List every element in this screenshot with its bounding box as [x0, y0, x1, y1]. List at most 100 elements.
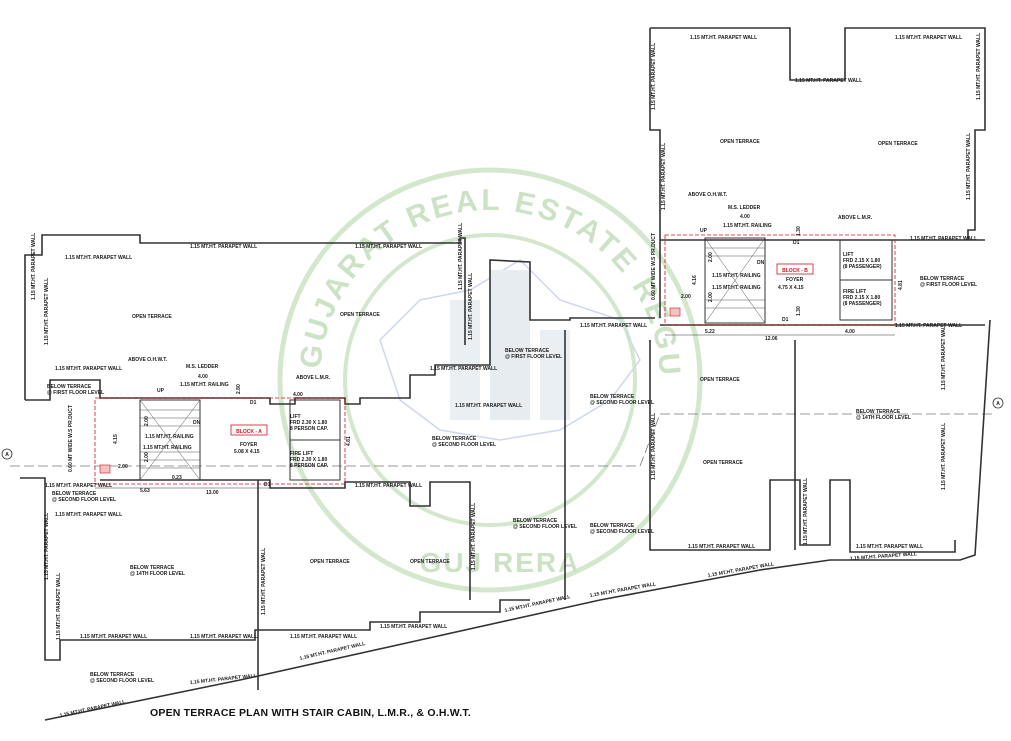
- d1-label-b: D1: [793, 240, 800, 246]
- dim-400-a2: 4.00: [293, 392, 303, 398]
- parapet-label: 1.15 MT.HT. PARAPET WALL: [458, 223, 464, 290]
- above-lmr-label-b: ABOVE L.M.R.: [838, 215, 873, 221]
- dim-023-a: 0.23: [172, 475, 182, 481]
- parapet-label: 1.15 MT.HT. PARAPET WALL: [895, 323, 962, 329]
- dim-1300-a: 13.00: [206, 490, 219, 496]
- parapet-label: 1.15 MT.HT. PARAPET WALL: [290, 634, 357, 640]
- parapet-label: 1.15 MT.HT. PARAPET WALL: [795, 78, 862, 84]
- label-line: @ SECOND FLOOR LEVEL: [90, 678, 154, 684]
- label-line: BELOW TERRACE: [432, 436, 477, 442]
- block-b-badge: BLOCK - B: [782, 268, 808, 274]
- dim-481-a: 4.81: [346, 436, 352, 446]
- dim-415-a: 4.15: [113, 434, 119, 444]
- parapet-label: 1.15 MT.HT. PARAPET WALL: [380, 624, 447, 630]
- parapet-label: 1.15 MT.HT. PARAPET WALL: [580, 323, 647, 329]
- below-terrace-second-label-4: BELOW TERRACE@ SECOND FLOOR LEVEL: [513, 518, 577, 530]
- label-line: @ FIRST FLOOR LEVEL: [505, 354, 562, 360]
- below-terrace-second-label-3: BELOW TERRACE@ SECOND FLOOR LEVEL: [590, 394, 654, 406]
- below-terrace-second-label-6: BELOW TERRACE@ SECOND FLOOR LEVEL: [90, 672, 154, 684]
- parapet-label: 1.15 MT.HT. PARAPET WALL: [910, 236, 977, 242]
- up-label-b: UP: [700, 228, 708, 234]
- ms-ledder-label-a: M.S. LEDDER: [186, 364, 219, 370]
- dim-481-b: 4.81: [898, 280, 904, 290]
- parapet-label: 1.15 MT.HT. PARAPET WALL: [190, 244, 257, 250]
- parapet-label: 1.15 MT.HT. PARAPET WALL: [56, 573, 62, 640]
- label-line: @ FIRST FLOOR LEVEL: [920, 282, 977, 288]
- grid-line-a: A A: [1, 397, 1004, 467]
- label-line: BELOW TERRACE: [513, 518, 558, 524]
- parapet-label: 1.15 MT.HT. PARAPET WALL: [941, 323, 947, 390]
- block-a-annotations: ABOVE O.H.W.T. M.S. LEDDER 4.00 1.15 MT.…: [68, 357, 352, 496]
- label-line: BELOW TERRACE: [590, 523, 635, 529]
- dim-200-b3: 2.00: [681, 294, 691, 300]
- open-terrace-label: OPEN TERRACE: [340, 312, 380, 318]
- dim-200-a3: 2.00: [118, 464, 128, 470]
- foyer-dim-b: 4.75 X 4.15: [778, 285, 804, 291]
- parapet-label: 1.15 MT.HT. PARAPET WALL: [688, 544, 755, 550]
- drawing-title: OPEN TERRACE PLAN WITH STAIR CABIN, L.M.…: [150, 707, 471, 719]
- block-a-badge: BLOCK - A: [236, 429, 262, 435]
- parapet-label: 1.15 MT.HT. PARAPET WALL: [504, 594, 571, 614]
- below-terrace-14th-label-2: BELOW TERRACE@ 14TH FLOOR LEVEL: [856, 409, 911, 421]
- parapet-label: 1.15 MT.HT. PARAPET WALL: [651, 43, 657, 110]
- dim-200-a2: 2.00: [144, 452, 150, 462]
- foyer-label-a: FOYER: [240, 442, 258, 448]
- open-terrace-label: OPEN TERRACE: [720, 139, 760, 145]
- dim-400-b2: 4.00: [845, 329, 855, 335]
- parapet-label: 1.15 MT.HT. PARAPET WALL: [690, 35, 757, 41]
- dim-280-a: 2.80: [236, 384, 242, 394]
- parapet-label: 1.15 MT.HT. PARAPET WALL: [895, 35, 962, 41]
- ms-railing-label-b2: 1.15 MT.HT. RAILING: [712, 273, 761, 279]
- label-line: @ SECOND FLOOR LEVEL: [432, 442, 496, 448]
- parapet-label: 1.15 MT.HT. PARAPET WALL: [45, 483, 112, 489]
- parapet-label: 1.15 MT.HT. PARAPET WALL: [850, 551, 917, 562]
- above-ohwt-label-a: ABOVE O.H.W.T.: [128, 357, 168, 363]
- block-a-core: BLOCK - A: [94, 397, 346, 485]
- ms-ledder-label-b: M.S. LEDDER: [728, 205, 761, 211]
- label-line: BELOW TERRACE: [52, 491, 97, 497]
- label-line: @ SECOND FLOOR LEVEL: [52, 497, 116, 503]
- below-terrace-second-label: BELOW TERRACE@ SECOND FLOOR LEVEL: [52, 491, 116, 503]
- label-line: (8 PASSENGER): [843, 264, 882, 270]
- open-terrace-label: OPEN TERRACE: [132, 314, 172, 320]
- parapet-label: 1.15 MT.HT. PARAPET WALL: [261, 548, 267, 615]
- pr-duct-label-a: 0.60 MT WIDE W.S PR.DUCT: [68, 405, 74, 472]
- dim-522-b: 5.22: [705, 329, 715, 335]
- parapet-label: 1.15 MT.HT. PARAPET WALL: [803, 478, 809, 545]
- label-line: BELOW TERRACE: [505, 348, 550, 354]
- above-lmr-label-a: ABOVE L.M.R.: [296, 375, 331, 381]
- parapet-label: 1.15 MT.HT. PARAPET WALL: [471, 503, 477, 570]
- below-terrace-14th-label: BELOW TERRACE@ 14TH FLOOR LEVEL: [130, 565, 185, 577]
- label-line: BELOW TERRACE: [920, 276, 965, 282]
- d1-label-a2: D1: [264, 482, 271, 488]
- label-line: @ FIRST FLOOR LEVEL: [47, 390, 104, 396]
- parapet-label: 1.15 MT.HT. PARAPET WALL: [856, 544, 923, 550]
- label-line: BELOW TERRACE: [90, 672, 135, 678]
- wall-outlines: [20, 27, 991, 721]
- parapet-label: 1.15 MT.HT. PARAPET WALL: [65, 255, 132, 261]
- dn-label-a: DN: [193, 420, 201, 426]
- parapet-label: 1.15 MT.HT. PARAPET WALL: [661, 143, 667, 210]
- label-line: BELOW TERRACE: [856, 409, 901, 415]
- label-line: FRD 2.15 X 1.80: [843, 295, 880, 301]
- ms-railing-label-a2: 1.15 MT.HT. RAILING: [145, 434, 194, 440]
- label-line: BELOW TERRACE: [590, 394, 635, 400]
- d1-label-b2: D1: [782, 317, 789, 323]
- label-line: BELOW TERRACE: [47, 384, 92, 390]
- parapet-label: 1.15 MT.HT. PARAPET WALL: [59, 699, 126, 719]
- parapet-label: 1.15 MT.HT. PARAPET WALL: [455, 403, 522, 409]
- parapet-label: 1.15 MT.HT. PARAPET WALL: [355, 244, 422, 250]
- ms-railing-label-a: 1.15 MT.HT. RAILING: [180, 382, 229, 388]
- ms-railing-label-a3: 1.15 MT.HT. RAILING: [143, 445, 192, 451]
- dim-1206-b: 12.06: [765, 336, 778, 342]
- label-line: LIFT: [843, 252, 854, 258]
- label-line: FIRE LIFT: [843, 289, 866, 295]
- label-line: BELOW TERRACE: [130, 565, 175, 571]
- label-line: FRD 2.30 X 1.80: [290, 457, 327, 463]
- parapet-label: 1.15 MT.HT. PARAPET WALL: [355, 483, 422, 489]
- parapet-label: 1.15 MT.HT. PARAPET WALL: [651, 413, 657, 480]
- parapet-label: 1.15 MT.HT. PARAPET WALL: [55, 366, 122, 372]
- label-line: 8 PERSON CAP.: [290, 463, 329, 469]
